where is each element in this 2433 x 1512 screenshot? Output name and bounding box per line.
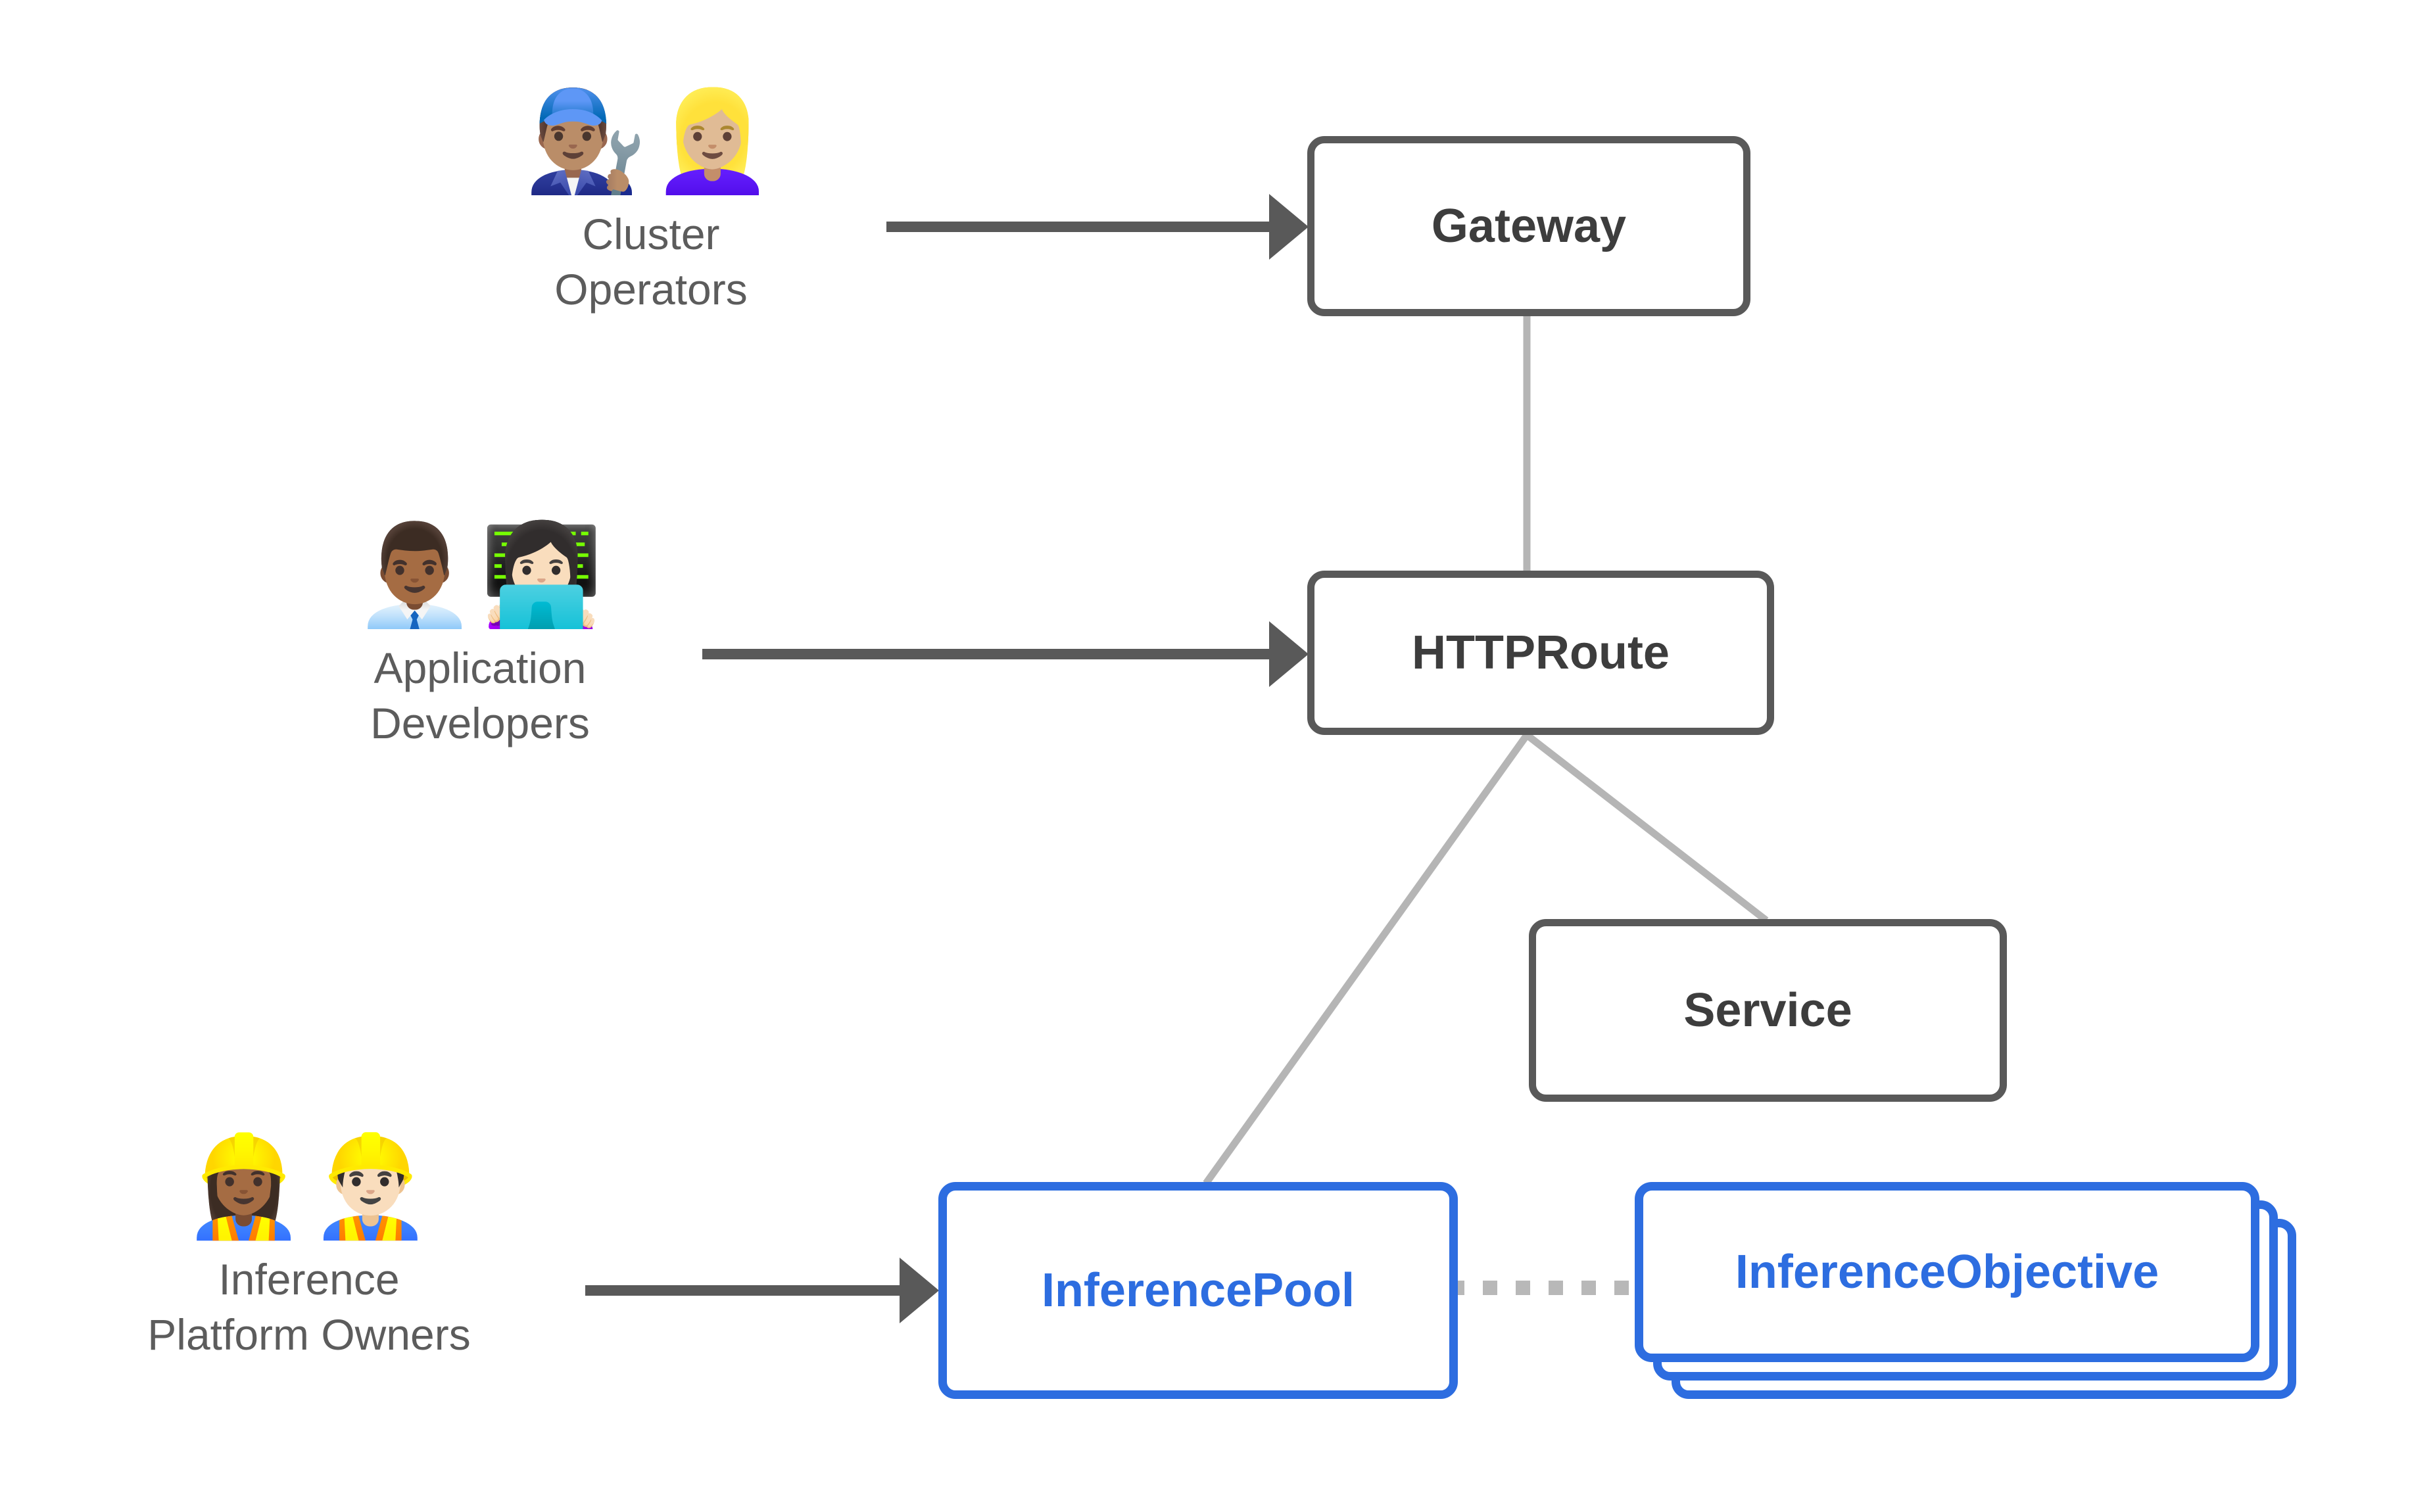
arrow-application-developers-httproute [702,621,1309,687]
edge-inferencepool-inferenceobjective-dotted [1450,1281,1629,1295]
inference-platform-owners-label: Inference Platform Owners [147,1255,471,1359]
cluster-operators-label: Cluster Operators [554,210,748,314]
arrow-cluster-operators-gateway [886,194,1309,260]
edge-httproute-inferencepool [1203,732,1530,1186]
node-service[interactable]: Service [1529,919,2007,1102]
persona-inference-platform-owners: 👷🏾‍♀️👷🏻‍♂️ Inference Platform Owners [85,1137,533,1363]
node-inferencepool[interactable]: InferencePool [938,1182,1458,1399]
node-service-label: Service [1683,984,1852,1037]
node-inferencepool-label: InferencePool [1041,1264,1355,1317]
node-inferenceobjective-label: InferenceObjective [1735,1246,2159,1298]
application-developers-emoji: 👨🏾‍💼👩🏻‍💻 [353,518,607,632]
node-inferenceobjective-stack[interactable]: InferenceObjective [1635,1182,2299,1399]
persona-application-developers: 👨🏾‍💼👩🏻‍💻 Application Developers [302,526,658,751]
node-httproute-label: HTTPRoute [1412,626,1670,679]
inference-platform-owners-emoji: 👷🏾‍♀️👷🏻‍♂️ [182,1129,436,1244]
node-httproute[interactable]: HTTPRoute [1307,571,1774,735]
node-gateway[interactable]: Gateway [1307,136,1750,316]
cluster-operators-emoji: 👨🏽‍🔧👱🏼‍♀️ [524,84,778,199]
arrow-inference-platform-owners-inferencepool [585,1258,939,1323]
application-developers-label: Application Developers [370,644,590,748]
persona-cluster-operators: 👨🏽‍🔧👱🏼‍♀️ Cluster Operators [480,92,822,318]
inferenceobjective-card-front[interactable]: InferenceObjective [1635,1182,2259,1362]
node-gateway-label: Gateway [1431,200,1627,252]
edge-httproute-service [1524,732,1769,924]
